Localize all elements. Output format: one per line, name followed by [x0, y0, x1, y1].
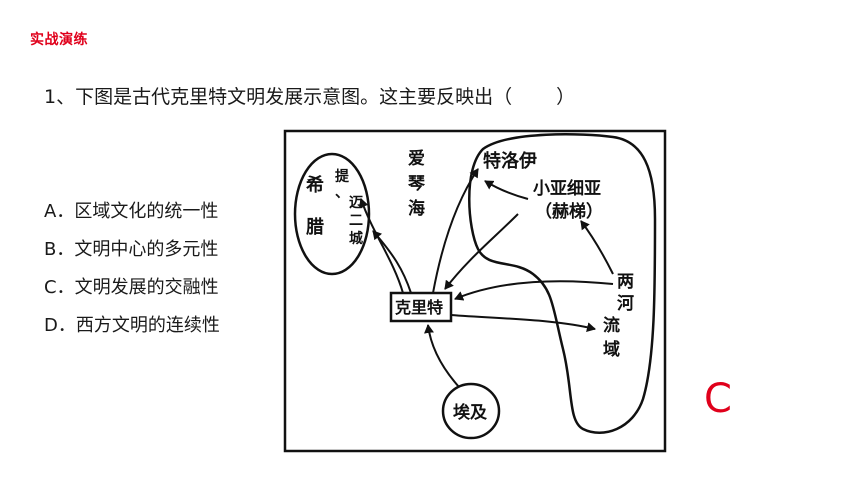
- arrow-crete-greece-2: [372, 230, 412, 294]
- arrow-hittite-troy: [484, 180, 529, 200]
- aegean-sea-label: 爱 琴 海: [408, 148, 431, 219]
- option-c[interactable]: C．文明发展的交融性: [44, 277, 219, 298]
- arrow-crete-greece-1: [358, 198, 404, 294]
- egypt-label: 埃及: [453, 402, 488, 423]
- arrow-crete-troy: [432, 168, 479, 294]
- arrow-egypt-crete: [424, 324, 460, 388]
- hittite-label: （赫梯）: [535, 201, 603, 222]
- arrow-meso-crete: [454, 280, 614, 301]
- crete-label: 克里特: [395, 298, 443, 317]
- arrow-hittite-crete: [444, 213, 519, 290]
- mycenae-label: 提 、 迈 二 城: [335, 169, 368, 247]
- arrow-meso-hittite: [580, 220, 614, 275]
- map-frame: [283, 129, 667, 453]
- troy-label: 特洛伊: [483, 150, 537, 172]
- option-d[interactable]: D．西方文明的连续性: [44, 315, 220, 336]
- question-text: 1、下图是古代克里特文明发展示意图。这主要反映出（ ）: [44, 86, 576, 108]
- options-list: A．区域文化的统一性 B．文明中心的多元性 C．文明发展的交融性 D．西方文明的…: [44, 198, 220, 350]
- greece-label: 希 腊: [306, 174, 330, 238]
- greece-region: [293, 152, 371, 276]
- mesopotamia-label: 两 河 流 域: [603, 272, 640, 360]
- section-title: 实战演练: [30, 32, 88, 48]
- egypt-region: [441, 382, 501, 440]
- asia-minor-region: [468, 133, 657, 434]
- answer-mark: C: [704, 376, 732, 422]
- arrow-crete-meso: [450, 314, 596, 333]
- crete-box: [389, 291, 453, 323]
- option-a[interactable]: A．区域文化的统一性: [44, 201, 219, 222]
- option-b[interactable]: B．文明中心的多元性: [44, 239, 219, 260]
- asia-minor-label: 小亚细亚: [533, 178, 601, 199]
- crete-civilization-diagram: 希 腊 提 、 迈 二 城 爱 琴 海 特洛伊 小亚细亚 （赫梯） 克里特 两 …: [283, 129, 667, 453]
